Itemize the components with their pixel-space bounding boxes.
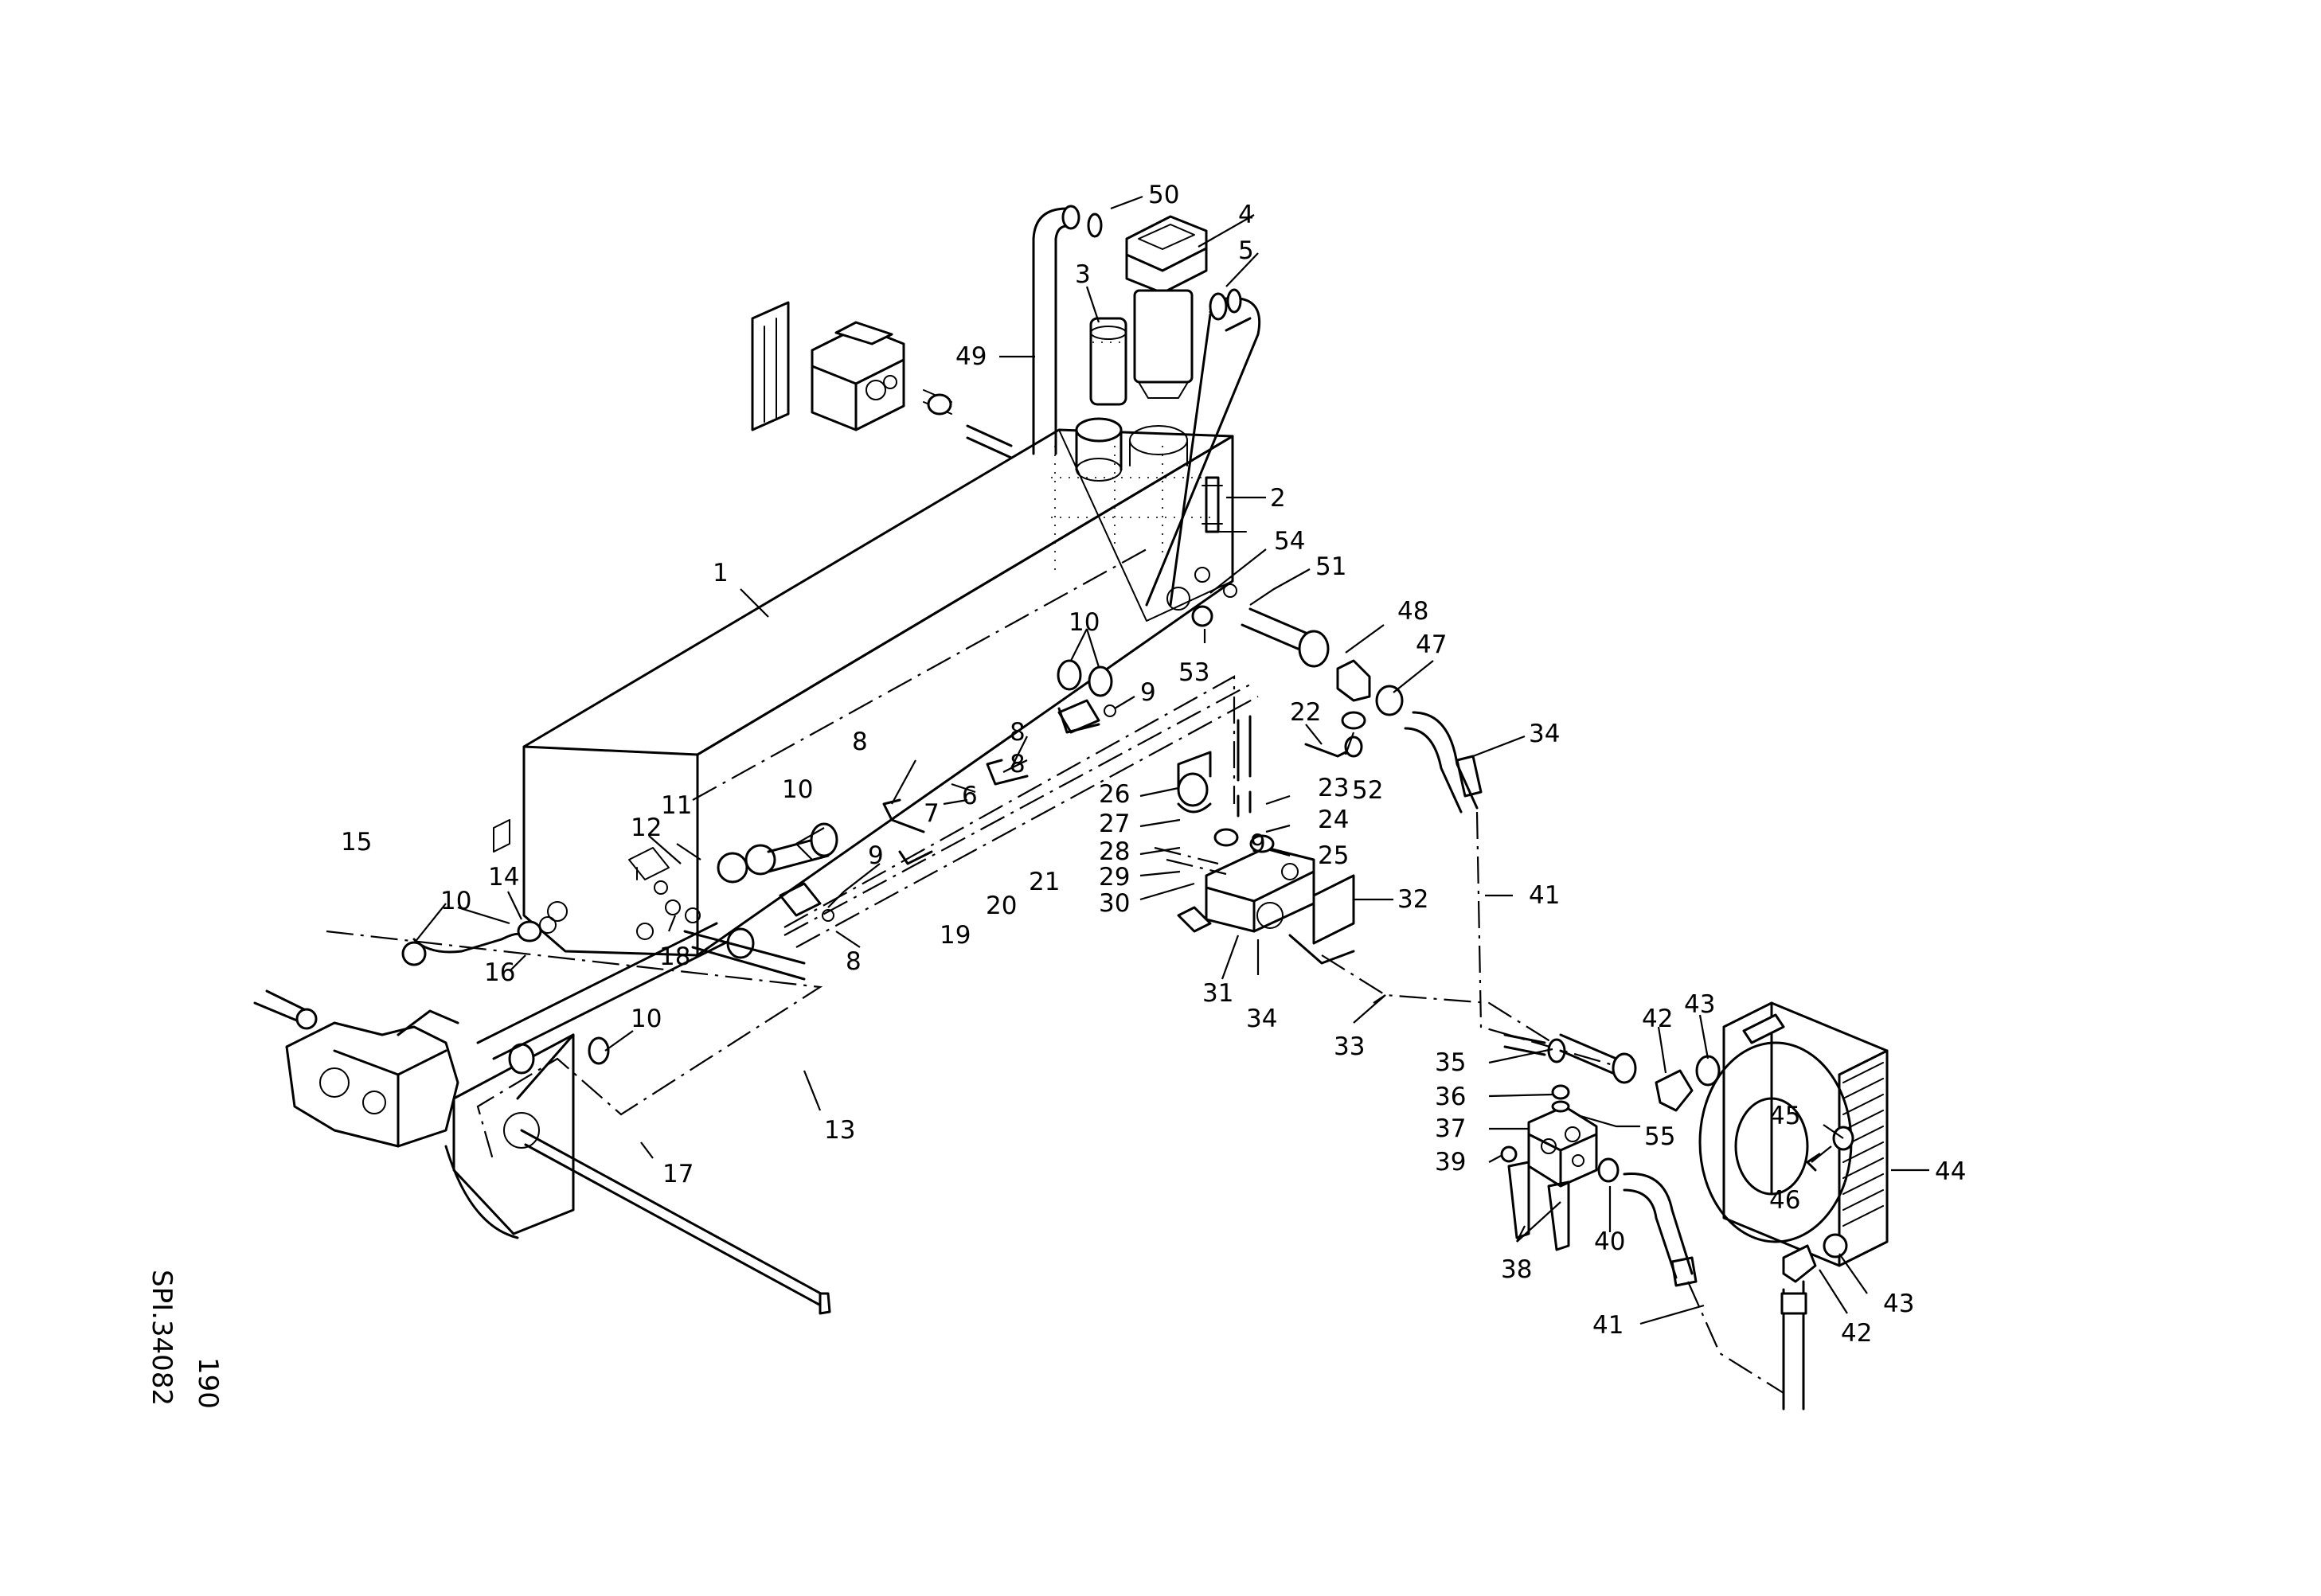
callout-40: 40 [1594,1227,1625,1256]
callout-6: 6 [962,782,978,810]
callout-2: 2 [1270,484,1286,513]
callout-34b: 34 [1529,720,1560,748]
callout-12: 12 [631,814,662,842]
callout-26: 26 [1099,780,1130,809]
callout-43b: 43 [1883,1290,1914,1318]
callout-32: 32 [1397,885,1428,914]
callout-44: 44 [1935,1157,1966,1186]
callouts: 1 2 3 4 5 6 7 8 8 8 8 9 9 9 10 10 10 10 … [341,181,1966,1348]
callout-51: 51 [1315,552,1346,581]
callout-23: 23 [1318,774,1349,802]
callout-55: 55 [1644,1122,1675,1151]
callout-21: 21 [1029,868,1060,896]
callout-10c: 10 [440,887,471,915]
callout-48: 48 [1397,597,1428,626]
callout-36: 36 [1435,1083,1466,1111]
callout-13: 13 [824,1116,855,1145]
callout-46: 46 [1769,1186,1800,1215]
callout-54: 54 [1274,527,1305,556]
callout-8c: 8 [1010,750,1026,778]
callout-38: 38 [1501,1255,1532,1284]
callout-34a: 34 [1246,1005,1277,1033]
callout-53: 53 [1178,658,1209,687]
callout-31: 31 [1202,979,1233,1008]
callout-3: 3 [1075,260,1091,289]
callout-49: 49 [955,342,987,371]
callout-43a: 43 [1684,990,1715,1019]
oil-cooler [1655,1001,1889,1411]
drawing-reference-code: SPI.34082 [146,1270,178,1406]
hoses-left [253,899,806,1060]
callout-19: 19 [940,921,971,950]
callout-9c: 9 [1250,829,1266,858]
callout-20: 20 [986,892,1017,920]
callout-33: 33 [1334,1032,1365,1061]
callout-42b: 42 [1841,1319,1872,1348]
callout-42a: 42 [1642,1005,1673,1033]
callout-15: 15 [341,828,372,857]
callout-4: 4 [1238,201,1254,229]
callout-1: 1 [713,559,729,587]
callout-9b: 9 [868,841,884,870]
callout-18: 18 [659,942,690,971]
leader-lines [413,195,1929,1325]
hose-49 [1032,205,1103,455]
callout-10d: 10 [631,1005,662,1033]
callout-39: 39 [1435,1148,1466,1177]
callout-41b: 41 [1592,1311,1624,1340]
callout-30: 30 [1099,889,1130,918]
page-number: 190 [192,1357,224,1409]
callout-7: 7 [924,799,940,828]
callout-8a: 8 [852,728,868,756]
callout-11: 11 [661,791,692,820]
callout-29: 29 [1099,863,1130,892]
callout-8d: 8 [846,947,862,976]
callout-47: 47 [1416,630,1447,659]
hose-34-41 [1321,711,1637,1084]
callout-10a: 10 [1069,608,1100,637]
callout-25: 25 [1318,841,1349,870]
return-filter [1089,215,1208,406]
callout-41a: 41 [1529,881,1560,910]
hose-5 [1145,288,1261,607]
valve-block [751,301,1013,459]
callout-52: 52 [1352,776,1383,805]
callout-17: 17 [662,1160,694,1188]
callout-28: 28 [1099,837,1130,866]
callout-37: 37 [1435,1114,1466,1143]
callout-24: 24 [1318,806,1349,834]
callout-45: 45 [1769,1102,1800,1130]
callout-50: 50 [1148,181,1179,209]
callout-10b: 10 [782,775,813,804]
callout-22: 22 [1290,698,1321,727]
callout-35: 35 [1435,1048,1466,1077]
side-reference: 190 SPI.34082 [146,1270,224,1409]
callout-9a: 9 [1140,678,1156,707]
distribution-block [1500,1084,1784,1394]
pump-assembly [285,1009,831,1315]
callout-5: 5 [1238,236,1254,265]
callout-8b: 8 [1010,718,1026,747]
pipes-middle [326,548,1259,1163]
callout-16: 16 [484,958,515,987]
oil-tank [493,417,1247,957]
callout-14: 14 [488,863,519,892]
callout-27: 27 [1099,810,1130,838]
manifold [1154,715,1355,965]
